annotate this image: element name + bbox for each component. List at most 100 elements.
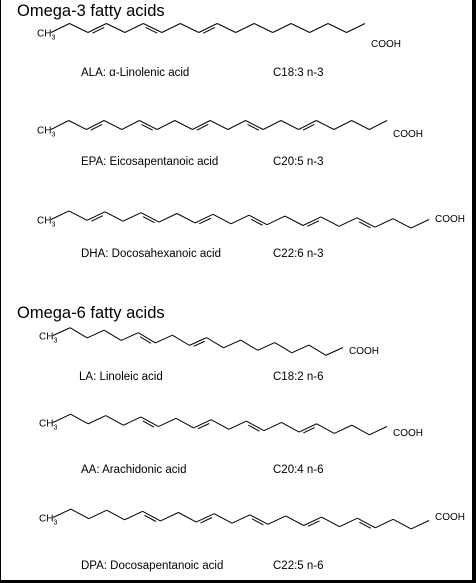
carbon-bond — [103, 329, 122, 341]
double-bond — [139, 336, 152, 344]
carbon-bond — [103, 120, 122, 130]
carbon-bond — [223, 339, 241, 349]
carbon-bond — [302, 216, 322, 226]
dpa-label: DPA: Docosapentanoic acid — [81, 560, 224, 572]
carbon-bond — [86, 329, 105, 339]
carbon-bond — [291, 344, 310, 354]
carbon-bond — [206, 337, 224, 349]
carbon-bond — [351, 120, 370, 130]
carbon-bond — [70, 508, 90, 520]
carbon-bond — [280, 120, 299, 130]
carbon-bond — [231, 514, 251, 524]
carbon-bond — [369, 426, 388, 436]
epa-formula: C20:5 n-3 — [273, 156, 324, 168]
carbon-bond — [106, 23, 126, 33]
carbon-bond — [263, 421, 282, 432]
carbon-bond — [68, 210, 88, 221]
carbon-bond — [321, 516, 340, 528]
carbon-bond — [248, 214, 268, 226]
carbon-bond — [87, 415, 106, 425]
carbon-bond — [176, 213, 196, 224]
carbon-bond — [369, 120, 388, 130]
carbon-bond — [196, 513, 215, 523]
ala-formula: C18:3 n-3 — [273, 67, 324, 79]
carbon-bond — [308, 344, 327, 356]
carbon-bond — [338, 217, 358, 227]
carbon-bond — [217, 23, 236, 33]
carbon-bond — [124, 23, 144, 33]
carbon-bond — [172, 334, 190, 346]
carbon-bond — [174, 120, 193, 130]
carbon-bond — [50, 120, 69, 130]
carbon-bond — [161, 23, 181, 33]
carbon-bond — [325, 347, 344, 356]
double-bond — [142, 420, 155, 428]
la-formula: C18:2 n-6 — [273, 371, 324, 383]
double-bond — [359, 521, 372, 529]
carboxyl-group: COOH — [371, 39, 401, 50]
carbon-bond — [375, 518, 394, 529]
double-bond — [145, 27, 158, 34]
la-label: LA: Linoleic acid — [79, 371, 163, 383]
double-bond — [91, 215, 104, 222]
carbon-bond — [87, 23, 107, 33]
carbon-bond — [52, 327, 71, 336]
methyl-subscript: 3 — [51, 132, 55, 139]
carbon-bond — [327, 23, 347, 33]
aa-label: AA: Arachidonic acid — [81, 464, 187, 476]
carbon-bond — [298, 423, 317, 433]
carbon-bond — [374, 218, 394, 228]
carbon-bond — [230, 214, 250, 225]
carbon-bond — [88, 509, 107, 520]
carbon-bond — [192, 120, 211, 130]
double-bond — [251, 518, 264, 526]
carbon-bond — [262, 120, 282, 130]
double-bond — [247, 123, 260, 131]
carboxyl-group: COOH — [349, 346, 379, 357]
carbon-bond — [209, 120, 229, 130]
carbon-bond — [52, 413, 71, 423]
carbon-bond — [68, 120, 87, 130]
carbon-bond — [245, 120, 264, 130]
carbon-bond — [281, 421, 300, 433]
carbon-bond — [309, 23, 329, 33]
methyl-group: CH3 — [37, 126, 55, 139]
carbon-bond — [410, 219, 430, 229]
methyl-subscript: 3 — [51, 222, 55, 229]
omega-3-title: Omega-3 fatty acids — [17, 2, 165, 20]
carboxyl-group: COOH — [435, 214, 465, 225]
carbon-bond — [158, 213, 178, 223]
double-bond — [193, 340, 205, 347]
carbon-bond — [253, 23, 273, 33]
methyl-subscript: 3 — [53, 425, 57, 432]
carbon-bond — [124, 510, 143, 521]
carbon-bond — [249, 514, 269, 525]
methyl-subscript: 3 — [51, 35, 55, 42]
carbon-bond — [86, 120, 105, 130]
methyl-group: CH3 — [39, 514, 57, 527]
carbon-bond — [138, 332, 156, 344]
carbon-bond — [227, 120, 246, 130]
carbon-bond — [140, 212, 160, 223]
carbon-bond — [160, 512, 179, 522]
carbon-bond — [122, 212, 142, 222]
carbon-bond — [210, 419, 230, 430]
carbon-bond — [52, 508, 72, 518]
double-bond — [358, 221, 371, 229]
double-bond — [92, 27, 105, 34]
ala-label: ALA: α-Linolenic acid — [81, 67, 190, 79]
carbon-bond — [139, 120, 158, 130]
carbon-bond — [106, 509, 125, 521]
carbon-bond — [69, 327, 88, 339]
carbon-bond — [123, 416, 142, 426]
carbon-bond — [228, 420, 247, 430]
methyl-group: CH3 — [39, 419, 57, 432]
